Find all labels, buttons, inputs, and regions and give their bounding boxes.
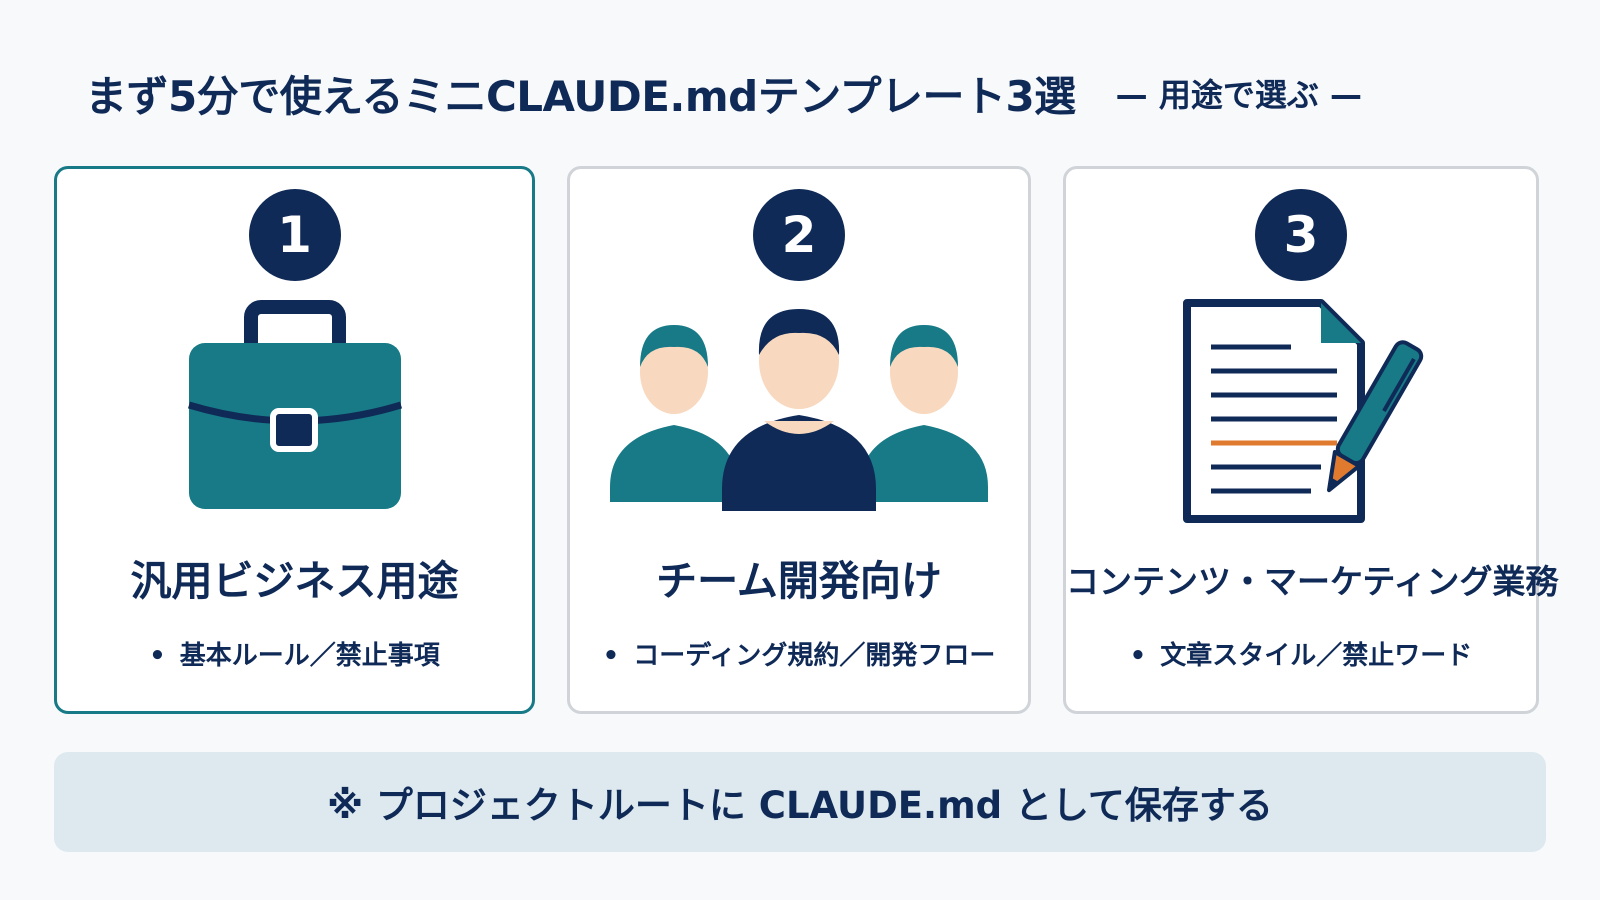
card-title: チーム開発向け xyxy=(656,557,942,605)
save-note: ※ プロジェクトルートに CLAUDE.md として保存する xyxy=(54,752,1546,852)
card-bullet: • 文章スタイル／禁止ワード xyxy=(1066,635,1536,672)
template-card-team-dev[interactable]: 2 チーム開発向け • コーディング規約／開発フロー xyxy=(567,166,1031,714)
page-title: まず5分で使えるミニCLAUDE.mdテンプレート3選 xyxy=(85,71,1076,121)
number-badge: 2 xyxy=(753,189,845,281)
page-subtitle: — 用途で選ぶ — xyxy=(1115,76,1362,114)
briefcase-icon xyxy=(57,297,532,527)
template-card-content-marketing[interactable]: 3 コンテンツ・マーケティング業務 • 文章スタイル／禁止ワード xyxy=(1063,166,1559,714)
card-title: コンテンツ・マーケティング業務 xyxy=(1066,562,1559,601)
card-bullet-text: コーディング規約／開発フロー xyxy=(633,641,996,671)
template-card-business[interactable]: 1 汎用ビジネス用途 • 基本ルール／禁止事項 xyxy=(54,166,535,714)
team-icon xyxy=(570,297,1028,527)
bullet-dot: • xyxy=(1129,641,1147,671)
bullet-dot: • xyxy=(602,641,620,671)
number-badge: 1 xyxy=(248,189,341,281)
card-bullet: • 基本ルール／禁止事項 xyxy=(57,635,532,672)
card-bullet-text: 文章スタイル／禁止ワード xyxy=(1160,641,1473,671)
card-bullet: • コーディング規約／開発フロー xyxy=(570,635,1028,672)
header: まず5分で使えるミニCLAUDE.mdテンプレート3選 — 用途で選ぶ — xyxy=(85,58,1535,128)
document-pen-icon xyxy=(1066,297,1536,527)
card-bullet-text: 基本ルール／禁止事項 xyxy=(179,641,440,671)
card-title: 汎用ビジネス用途 xyxy=(130,557,459,605)
bullet-dot: • xyxy=(149,641,166,671)
number-badge: 3 xyxy=(1255,189,1347,281)
